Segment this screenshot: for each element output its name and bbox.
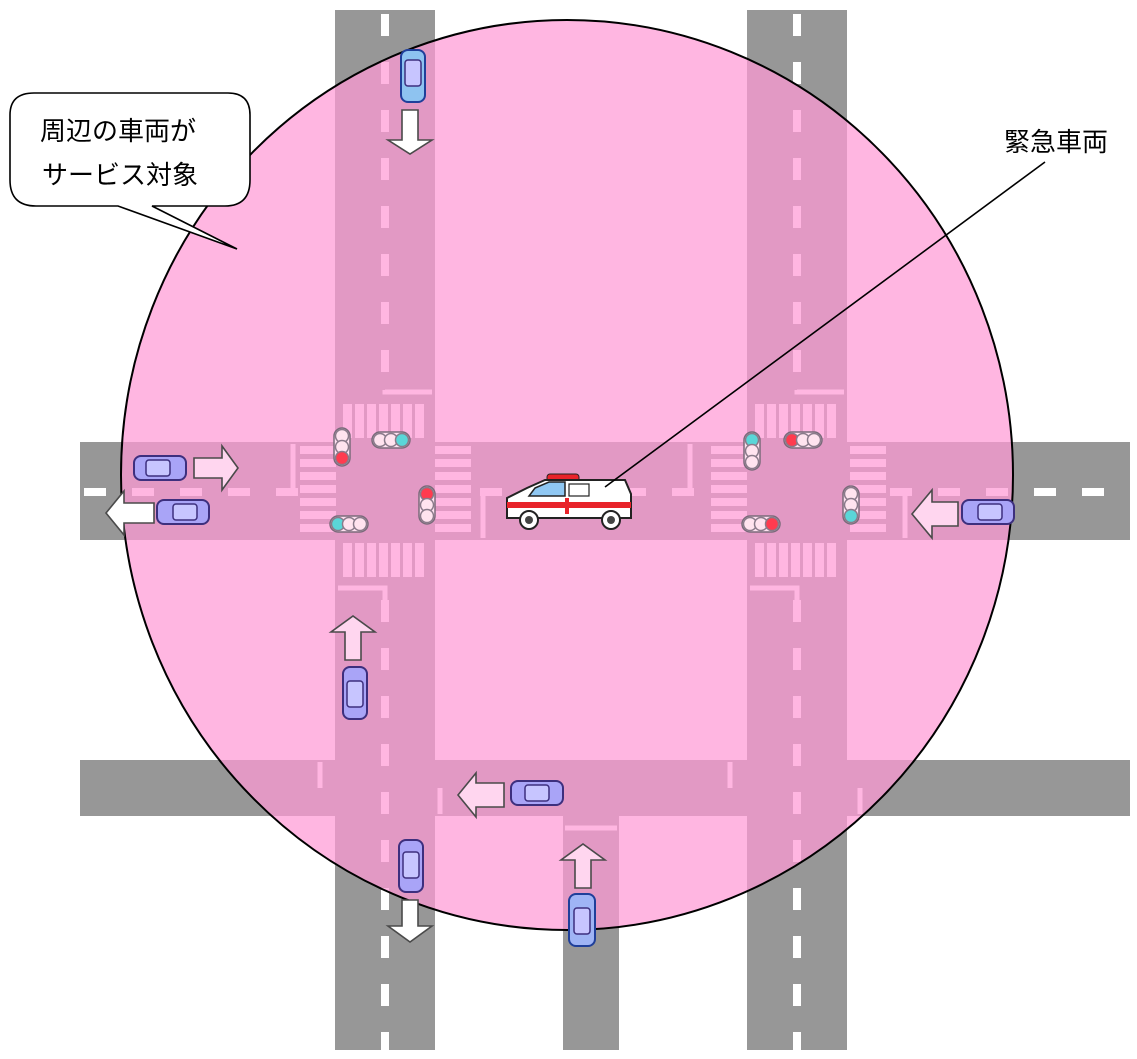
- signal-lamp-blue: [394, 432, 410, 448]
- traffic-signal-icon: [842, 485, 860, 525]
- traffic-signal-icon: [741, 515, 781, 533]
- car-icon: [510, 780, 564, 806]
- car-icon: [400, 49, 426, 103]
- direction-arrows: [104, 109, 959, 943]
- signal-lamp-red: [764, 516, 780, 532]
- emergency-callout-line: [604, 161, 1046, 488]
- signal-lamp-off: [419, 508, 435, 524]
- bubble-text-line2: サービス対象: [42, 161, 198, 191]
- car-icon: [961, 499, 1015, 525]
- car-icon: [342, 666, 368, 720]
- traffic-signal-icon: [329, 515, 369, 533]
- car-icon: [398, 839, 424, 893]
- car-icon: [156, 499, 210, 525]
- arrow-down-icon: [385, 109, 435, 155]
- bubble-text-line1: 周辺の車両が: [40, 117, 196, 147]
- arrow-right-icon: [193, 443, 239, 493]
- vehicles: [133, 49, 1015, 947]
- ambulance-icon: [506, 473, 632, 530]
- arrow-left-icon: [456, 770, 505, 820]
- arrow-up-icon: [558, 843, 608, 889]
- car-icon: [133, 455, 187, 481]
- speech-bubble: 周辺の車両が サービス対象: [9, 92, 251, 250]
- traffic-signals: [329, 427, 860, 533]
- arrow-up-icon: [328, 615, 378, 661]
- traffic-signal-icon: [371, 431, 411, 449]
- arrow-left-icon: [910, 487, 959, 541]
- signal-lamp-red: [334, 450, 350, 466]
- signal-lamp-off: [352, 516, 368, 532]
- signal-lamp-off: [744, 454, 760, 470]
- traffic-signal-icon: [743, 431, 761, 471]
- arrow-down-icon: [385, 899, 435, 943]
- signal-lamp-off: [806, 432, 822, 448]
- arrow-left-icon: [104, 488, 155, 538]
- car-icon: [568, 893, 596, 947]
- emergency-vehicle-label: 緊急車両: [1004, 128, 1108, 158]
- traffic-signal-icon: [418, 485, 436, 525]
- traffic-signal-icon: [333, 427, 351, 467]
- traffic-signal-icon: [783, 431, 823, 449]
- signal-lamp-blue: [843, 508, 859, 524]
